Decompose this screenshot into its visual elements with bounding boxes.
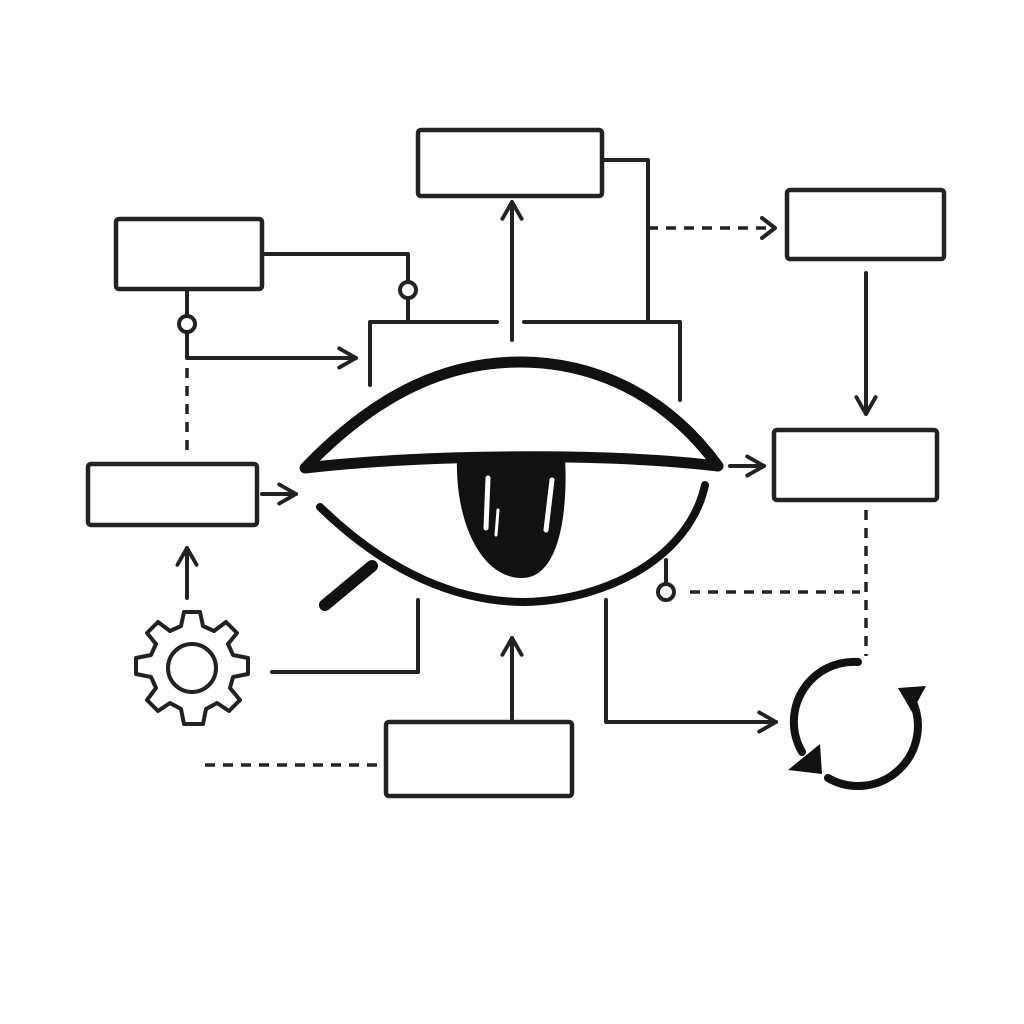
- box-top-left: [113, 216, 265, 292]
- eye-icon: [299, 356, 724, 611]
- box-middle-right: [771, 427, 940, 503]
- box-middle-left: [85, 461, 260, 528]
- gear-icon: [134, 610, 250, 726]
- connectors: [175, 158, 878, 767]
- refresh-icon: [788, 657, 926, 790]
- junction-node: [177, 314, 197, 334]
- junction-node: [398, 280, 418, 300]
- box-bottom: [383, 719, 575, 799]
- box-top: [415, 127, 605, 199]
- box-top-right: [784, 187, 947, 262]
- junction-node: [656, 582, 676, 602]
